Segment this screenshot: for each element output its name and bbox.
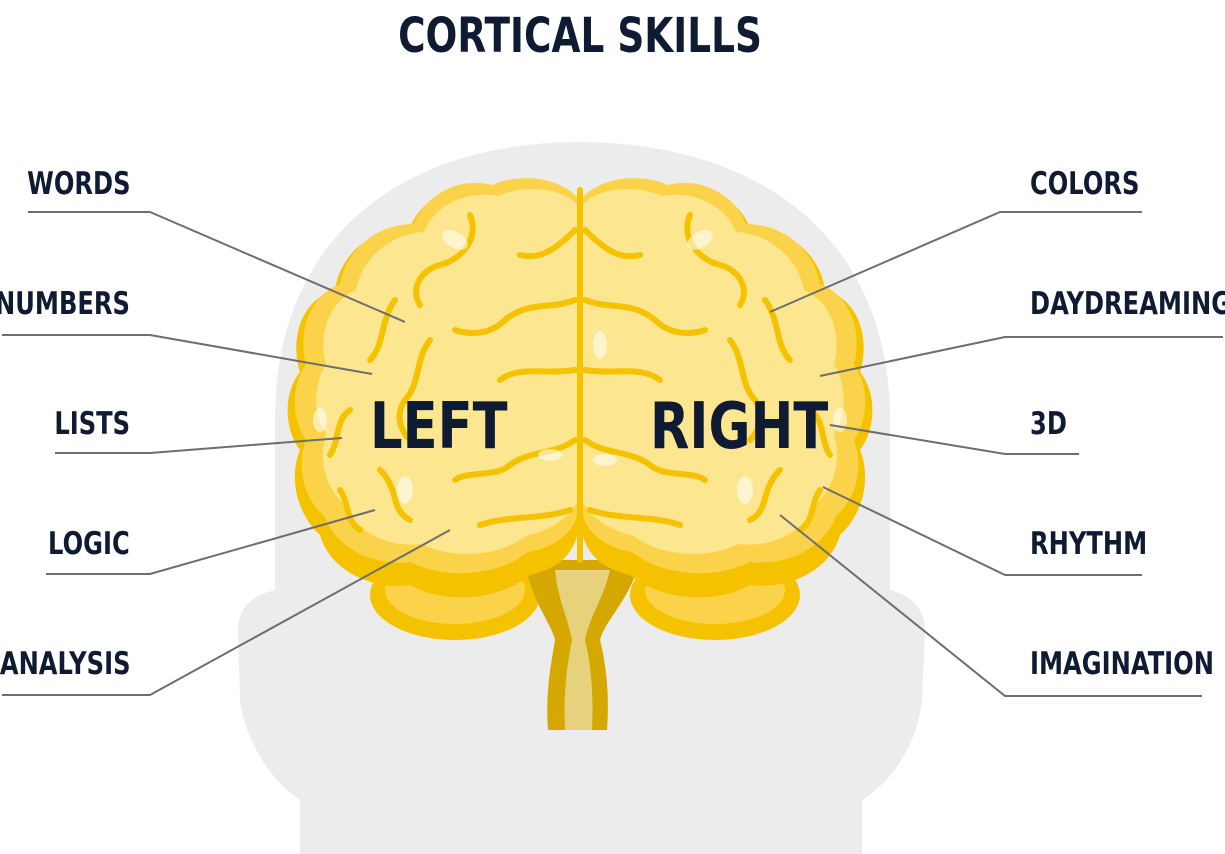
leader-lists — [55, 437, 343, 454]
right-hemisphere-label: RIGHT — [650, 390, 829, 464]
leader-words — [28, 211, 406, 323]
leader-lines — [2, 211, 1223, 697]
skill-lists: LISTS — [54, 406, 130, 442]
leader-analysis — [2, 529, 451, 696]
left-hemisphere-label: LEFT — [370, 390, 508, 464]
skill-daydreaming: DAYDREAMING — [1030, 286, 1225, 322]
skill-rhythm: RHYTHM — [1030, 526, 1148, 562]
skill-analysis: ANALYSIS — [0, 646, 130, 682]
leader-logic — [46, 509, 376, 575]
skill-words: WORDS — [26, 166, 130, 202]
leader-imagination — [779, 514, 1202, 697]
leader-numbers — [2, 334, 373, 375]
leader-daydreaming — [819, 336, 1223, 377]
skill-numbers: NUMBERS — [0, 286, 130, 322]
page-title: CORTICAL SKILLS — [398, 8, 762, 64]
skill-3d: 3D — [1030, 406, 1067, 442]
skill-logic: LOGIC — [48, 526, 130, 562]
skill-colors: COLORS — [1030, 166, 1140, 202]
skill-imagination: IMAGINATION — [1030, 646, 1214, 682]
leader-rhythm — [822, 486, 1142, 576]
leader-colors — [769, 211, 1142, 313]
leader-3d — [829, 424, 1079, 455]
